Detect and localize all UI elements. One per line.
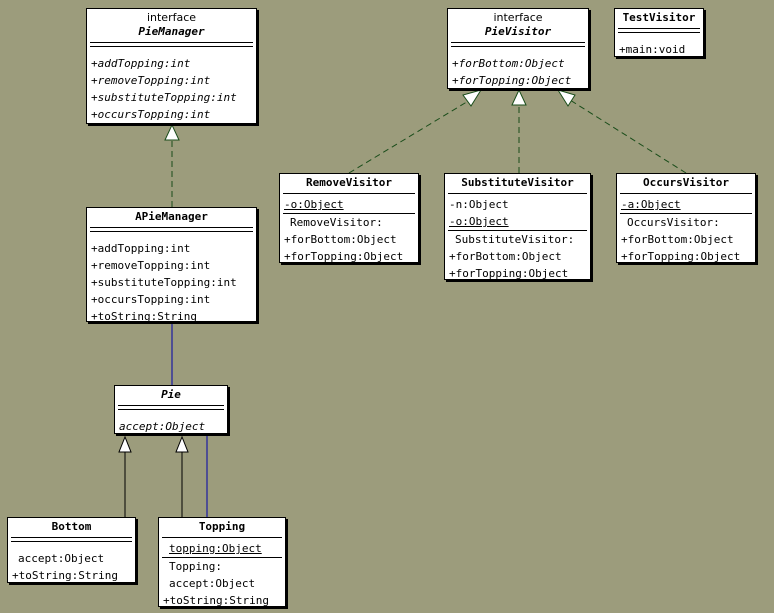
operation: Topping: xyxy=(169,560,222,573)
class-pie[interactable]: Pie accept:Object xyxy=(114,385,228,434)
realization-arrowhead xyxy=(556,89,576,107)
compartment-divider xyxy=(451,42,585,43)
realization-arrowhead xyxy=(511,88,527,106)
operation: SubstituteVisitor: xyxy=(455,233,575,246)
class-name: RemoveVisitor xyxy=(305,176,393,189)
operation: +forTopping:Object xyxy=(452,74,572,87)
class-occursvisitor[interactable]: OccursVisitor -a:Object OccursVisitor: +… xyxy=(616,173,756,263)
compartment-divider xyxy=(620,193,752,194)
operation: +toString:String xyxy=(91,310,197,323)
compartment-divider xyxy=(90,227,253,228)
class-name: Bottom xyxy=(51,520,92,533)
class-name: PieVisitor xyxy=(484,25,552,38)
operation: OccursVisitor: xyxy=(627,216,720,229)
class-substitutevisitor[interactable]: SubstituteVisitor -n:Object -o:Object Su… xyxy=(444,173,591,280)
operation: +removeTopping:int xyxy=(91,74,211,87)
operation: +occursTopping:int xyxy=(91,293,211,306)
compartment-divider xyxy=(283,193,415,194)
class-bottom[interactable]: Bottom accept:Object +toString:String xyxy=(7,517,136,583)
operation: +removeTopping:int xyxy=(91,259,211,272)
operation: +toString:String xyxy=(12,569,118,582)
operation: +forTopping:Object xyxy=(449,267,569,280)
attribute: -a:Object xyxy=(620,196,752,214)
operation: +addTopping:int xyxy=(91,242,191,255)
realization-removevisitor-pievisitor xyxy=(348,99,471,174)
realization-arrowhead xyxy=(462,89,483,107)
operation: +forTopping:Object xyxy=(621,250,741,263)
attribute-compartment xyxy=(11,541,132,548)
attribute-compartment xyxy=(90,46,253,53)
attribute-compartment xyxy=(90,231,253,238)
compartment-divider xyxy=(90,42,253,43)
class-apiemanager[interactable]: APieManager +addTopping:int +removeToppi… xyxy=(86,207,257,323)
attribute: -n:Object xyxy=(449,198,509,211)
operation: +forBottom:Object xyxy=(449,250,562,263)
realization-occursvisitor-pievisitor xyxy=(569,99,687,174)
compartment-divider xyxy=(11,537,132,538)
operation: +toString:String xyxy=(163,594,269,607)
stereotype-label: interface xyxy=(146,11,197,24)
realization-arrowhead xyxy=(164,123,180,141)
class-name: SubstituteVisitor xyxy=(461,176,574,189)
class-name: PieManager xyxy=(138,25,205,38)
operation: +forBottom:Object xyxy=(452,57,565,70)
class-piemanager[interactable]: interface PieManager +addTopping:int +re… xyxy=(86,8,257,124)
attribute: -o:Object xyxy=(448,213,587,231)
generalization-arrowhead xyxy=(175,435,189,453)
class-name: Pie xyxy=(161,388,181,401)
class-testvisitor[interactable]: TestVisitor +main:void xyxy=(614,8,704,57)
operation: accept:Object xyxy=(169,577,256,590)
class-name: APieManager xyxy=(135,210,208,223)
operation: +substituteTopping:int xyxy=(91,91,237,104)
operation: accept:Object xyxy=(119,420,206,433)
compartment-divider xyxy=(448,193,587,194)
class-pievisitor[interactable]: interface PieVisitor +forBottom:Object +… xyxy=(447,8,589,89)
compartment-divider xyxy=(618,28,700,29)
attribute: -o:Object xyxy=(283,196,415,214)
generalization-arrowhead xyxy=(118,435,132,453)
attribute-compartment xyxy=(451,46,585,53)
attribute-compartment xyxy=(618,32,700,39)
stereotype-label: interface xyxy=(493,11,543,24)
attribute: topping:Object xyxy=(162,540,282,558)
compartment-divider xyxy=(118,405,224,406)
compartment-divider xyxy=(162,537,282,538)
class-removevisitor[interactable]: RemoveVisitor -o:Object RemoveVisitor: +… xyxy=(279,173,419,263)
class-name: Topping xyxy=(198,520,246,533)
class-name: OccursVisitor xyxy=(642,176,730,189)
operation: +main:void xyxy=(619,43,686,56)
operation: RemoveVisitor: xyxy=(290,216,383,229)
operation: +forTopping:Object xyxy=(284,250,404,263)
operation: accept:Object xyxy=(18,552,105,565)
operation: +occursTopping:int xyxy=(91,108,211,121)
attribute-compartment xyxy=(118,409,224,416)
operation: +substituteTopping:int xyxy=(91,276,237,289)
operation: +forBottom:Object xyxy=(621,233,734,246)
operation: +addTopping:int xyxy=(91,57,191,70)
operation: +forBottom:Object xyxy=(284,233,397,246)
class-topping[interactable]: Topping topping:Object Topping: accept:O… xyxy=(158,517,286,607)
class-name: TestVisitor xyxy=(622,11,696,24)
